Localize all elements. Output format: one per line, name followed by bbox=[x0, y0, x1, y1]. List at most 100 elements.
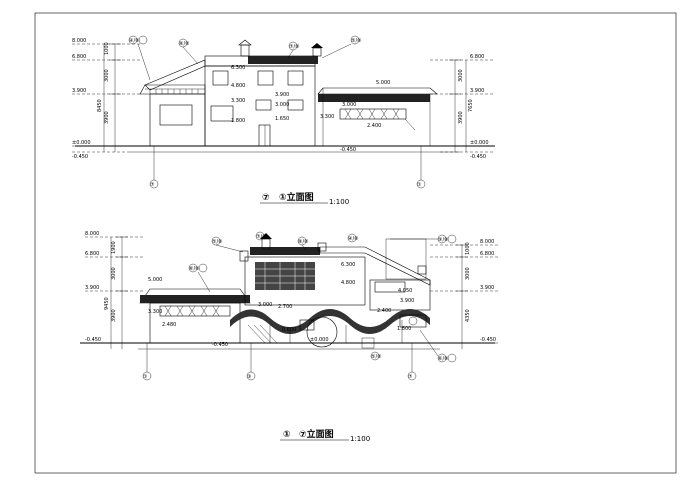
lower-axis-left-label: ① bbox=[143, 374, 148, 380]
upper-callout-2-text: ⑧/⑧ bbox=[179, 41, 190, 47]
upper-right-lattice bbox=[339, 108, 407, 120]
upper-win-6 bbox=[287, 99, 304, 111]
lower-label-0600: 0.600 bbox=[282, 327, 296, 333]
lower-callout-8-text: ⑥/⑧ bbox=[438, 356, 449, 362]
lower-label-2700: 2.700 bbox=[278, 304, 292, 310]
lower-callout-3: ⑧/⑧ bbox=[297, 236, 309, 251]
lower-dim-1900: 1900 bbox=[111, 241, 117, 254]
lower-label-1800: 1.800 bbox=[397, 326, 411, 332]
upper-label-1800: 1.800 bbox=[231, 118, 245, 124]
lower-callout-7-text: ⑤/⑧ bbox=[371, 354, 382, 360]
lower-label-2400: 2.400 bbox=[377, 308, 391, 314]
lower-label-3000: 3.000 bbox=[258, 302, 272, 308]
upper-dim-3900: 3900 bbox=[104, 111, 110, 124]
upper-level-0000: ±0.000 bbox=[72, 140, 91, 146]
lower-callout-4-text: ④/⑧ bbox=[348, 236, 359, 242]
lower-axis-right bbox=[407, 371, 417, 381]
lower-callout-2-text: ⑦/⑧ bbox=[256, 234, 267, 240]
lower-dim-3000: 3000 bbox=[111, 267, 117, 280]
upper-left-window bbox=[159, 104, 193, 126]
upper-chimney-cap bbox=[311, 43, 323, 48]
upper-label-r3300: 3.300 bbox=[320, 114, 334, 120]
upper-left-roof-tiles bbox=[149, 89, 199, 94]
lower-moon-gate bbox=[306, 316, 338, 348]
upper-rdim-3900: 3900 bbox=[458, 111, 464, 124]
lower-callout-6: ⑨/⑧ bbox=[390, 234, 457, 244]
upper-elevation: 8.000 6.800 3.900 ±0.000 -0.450 1000 300… bbox=[72, 35, 495, 206]
upper-rlevel-m0450: -0.450 bbox=[470, 154, 486, 160]
upper-main-roof-tiles bbox=[248, 56, 318, 64]
upper-win-5 bbox=[255, 99, 272, 111]
lower-level-m0450: -0.450 bbox=[85, 337, 101, 343]
upper-win-3 bbox=[287, 70, 304, 86]
upper-win-4 bbox=[210, 105, 234, 122]
lower-left-lattice bbox=[159, 305, 231, 317]
upper-label-3900: 3.900 bbox=[275, 92, 289, 98]
lower-callout-8: ⑥/⑧ bbox=[419, 329, 457, 363]
upper-level-8000: 8.000 bbox=[72, 38, 86, 44]
upper-right-roof bbox=[317, 87, 438, 95]
lower-rdim-4350: 4350 bbox=[465, 309, 471, 322]
lower-level-6800: 6.800 bbox=[85, 251, 99, 257]
lower-rlevel-m0450: -0.450 bbox=[480, 337, 496, 343]
sheet-border bbox=[34, 12, 677, 474]
lower-dim-3900: 3900 bbox=[111, 309, 117, 322]
lower-level-3900: 3.900 bbox=[85, 285, 99, 291]
lower-chimney bbox=[239, 250, 249, 262]
lower-title-left: ① bbox=[283, 430, 291, 440]
lower-callout-4: ④/⑧ bbox=[347, 233, 359, 243]
upper-main-roof-slope bbox=[144, 59, 206, 91]
upper-chimney-2 bbox=[312, 47, 322, 57]
lower-callout-3-text: ⑧/⑧ bbox=[298, 239, 309, 245]
upper-win-1 bbox=[212, 70, 229, 86]
upper-label-2400: 2.400 bbox=[367, 123, 381, 129]
upper-label-4800: 4.800 bbox=[231, 83, 245, 89]
lower-elevation: 8.000 6.800 3.900 -0.450 1900 3000 3900 … bbox=[80, 231, 500, 443]
upper-callout-3-text: ⑦/⑧ bbox=[289, 44, 300, 50]
lower-axis-mid-label: ③ bbox=[247, 374, 251, 380]
upper-callout-2: ⑧/⑧ bbox=[178, 38, 199, 65]
upper-callout-1-text: ④/⑧ bbox=[129, 38, 140, 44]
upper-chimney bbox=[240, 44, 250, 57]
upper-dim-3000: 3000 bbox=[104, 69, 110, 82]
lower-label-4800: 4.800 bbox=[341, 280, 355, 286]
upper-level-m0450: -0.450 bbox=[72, 154, 88, 160]
lower-gate-door bbox=[299, 319, 315, 331]
lower-label-4050: 4.050 bbox=[398, 288, 412, 294]
upper-win-2 bbox=[257, 70, 274, 86]
upper-label-r3000: 3.000 bbox=[342, 102, 356, 108]
lower-left-wall bbox=[149, 302, 241, 344]
upper-right-roof-tiles bbox=[318, 94, 430, 102]
upper-rlevel-6800: 6.800 bbox=[470, 54, 484, 60]
upper-label-5000: 5.000 bbox=[376, 80, 390, 86]
lower-axis-right-label: ⑦ bbox=[408, 374, 413, 380]
lower-rdim-3000: 3000 bbox=[465, 267, 471, 280]
upper-axis-right-label: ① bbox=[417, 182, 422, 188]
upper-callout-1: ④/⑧ bbox=[128, 35, 151, 81]
upper-callout-4: ⑤/⑧ bbox=[321, 35, 362, 59]
upper-rdim-7650: 7650 bbox=[468, 99, 474, 112]
lower-rlevel-8000: 8.000 bbox=[480, 239, 494, 245]
lower-callout-1-text: ⑤/⑧ bbox=[212, 239, 223, 245]
lower-level-8000: 8.000 bbox=[85, 231, 99, 237]
lower-chimney-3 bbox=[317, 242, 327, 252]
lower-callout-6-text: ⑨/⑧ bbox=[438, 237, 449, 243]
upper-title: ①立面图 bbox=[279, 191, 314, 203]
upper-label-1650: 1.650 bbox=[275, 116, 289, 122]
lower-wavy-wall bbox=[230, 309, 430, 334]
lower-ornament-panel bbox=[399, 314, 427, 328]
lower-callout-5-text: ⑥/⑧ bbox=[189, 266, 200, 272]
upper-callout-3: ⑦/⑧ bbox=[287, 41, 300, 59]
lower-rlevel-6800: 6.800 bbox=[480, 251, 494, 257]
lower-rlevel-3900: 3.900 bbox=[480, 285, 494, 291]
lower-callout-2: ⑦/⑧ bbox=[255, 231, 267, 241]
lower-main-roof-slope bbox=[319, 246, 431, 286]
upper-axis-left bbox=[149, 179, 159, 189]
upper-dim-8450: 8450 bbox=[97, 99, 103, 112]
lower-title: ⑦立面图 bbox=[299, 428, 334, 440]
lower-label-3900: 3.900 bbox=[400, 298, 414, 304]
upper-label-6300: 6.300 bbox=[231, 65, 245, 71]
lower-rdim-1000: 1000 bbox=[465, 242, 471, 255]
